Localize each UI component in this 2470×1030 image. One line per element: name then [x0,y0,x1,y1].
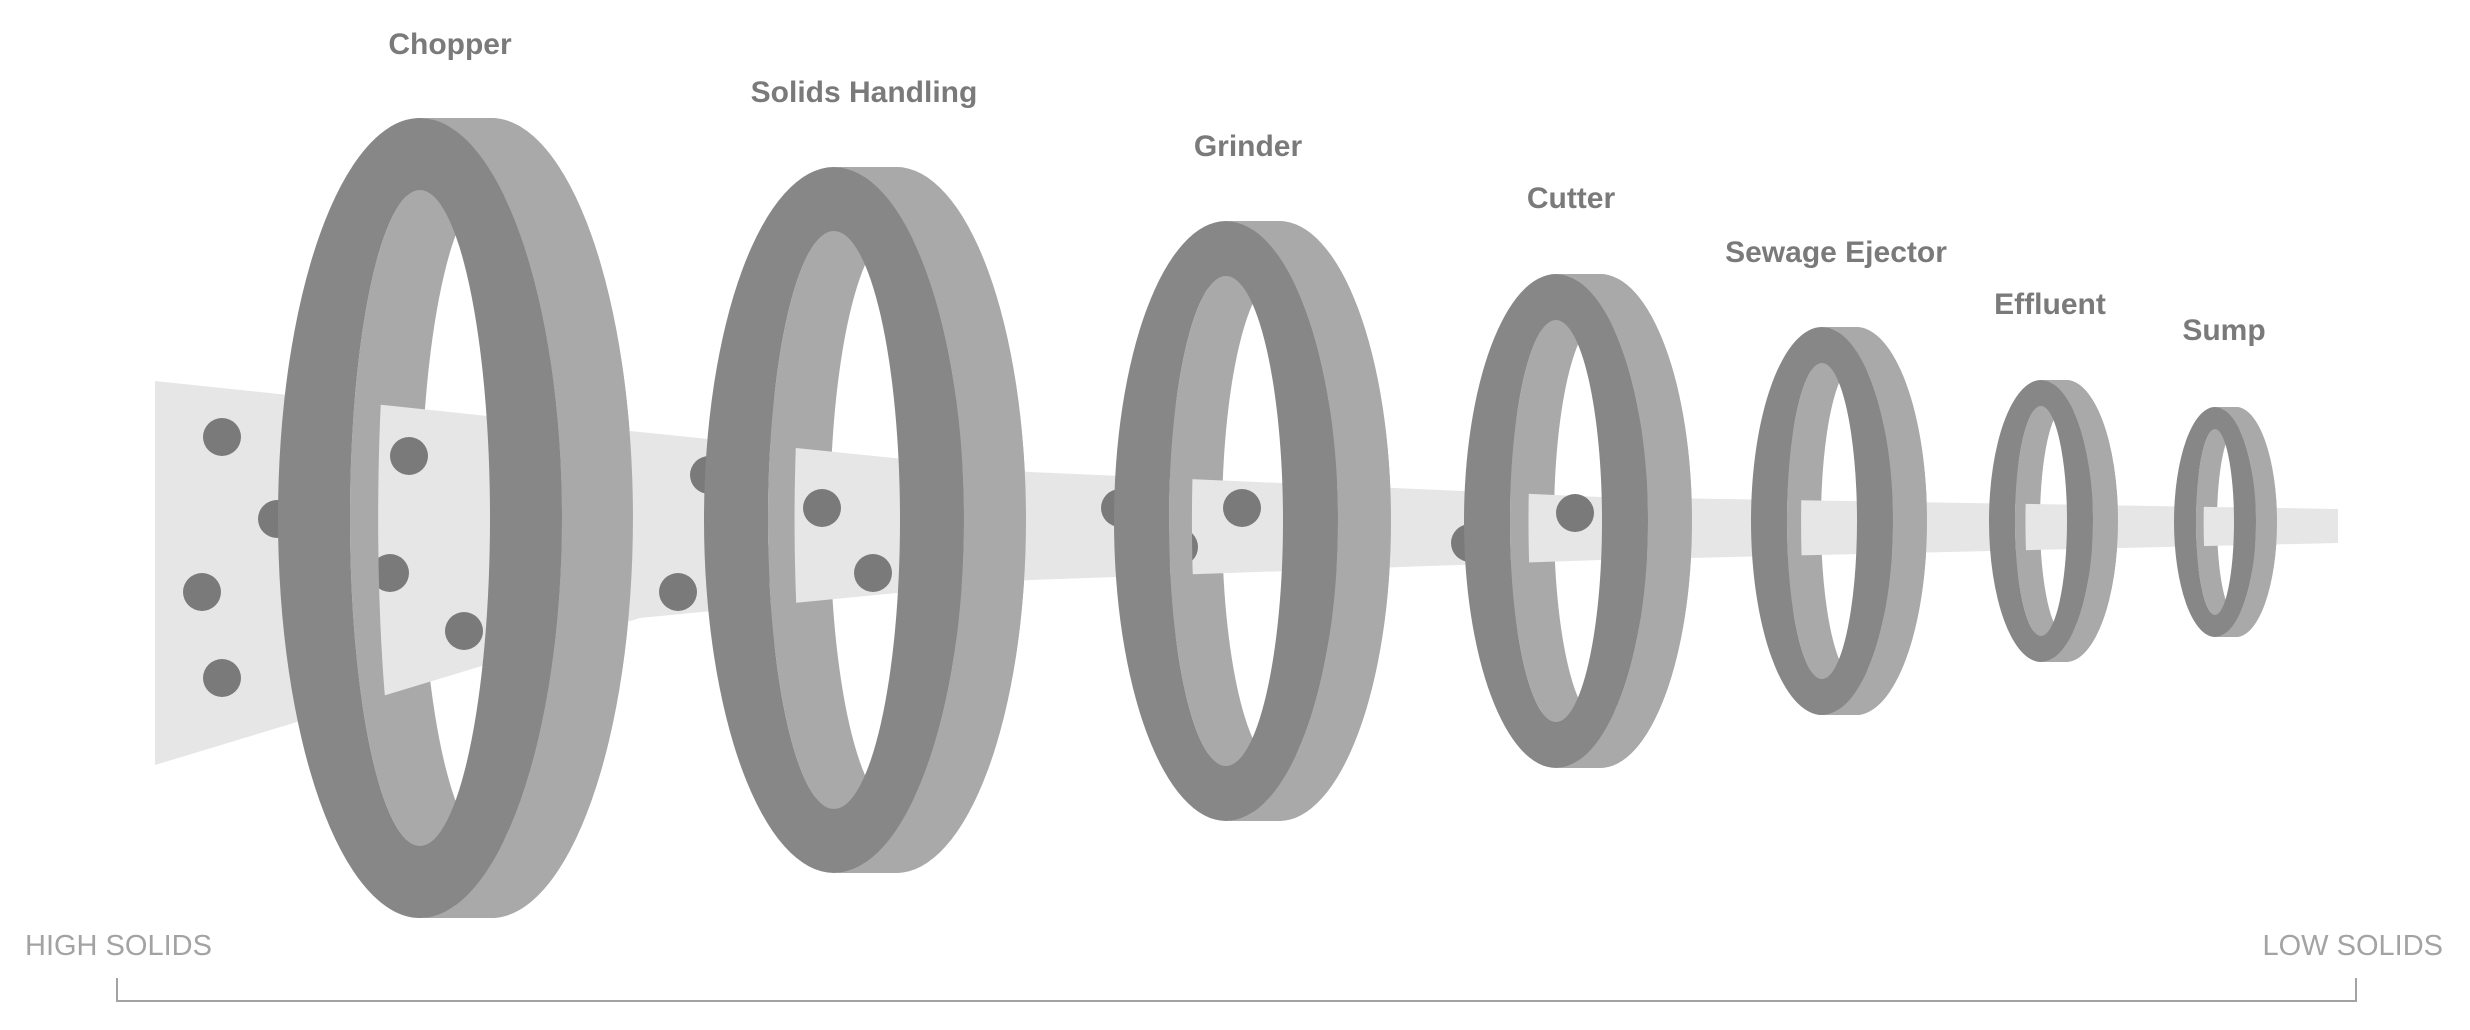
ring-inner-chopper [350,190,420,846]
ring-label-chopper: Chopper [388,28,512,61]
ring-front-chopper [278,118,562,918]
ring-side-chopper [420,118,633,918]
solid-particle [390,437,428,475]
ring-inner-cutter [1510,320,1556,722]
solid-particle [183,573,221,611]
ring-side-sewage-ejector [1822,327,1927,715]
ring-inner-effluent [2015,406,2041,636]
ring-fronts [278,118,2277,918]
solid-particle [803,489,841,527]
solid-particle [371,554,409,592]
solid-particle [203,659,241,697]
ring-inner-grinder [1169,276,1226,766]
solid-particle [659,573,697,611]
ring-front-sump [2174,407,2256,637]
ring-label-grinder: Grinder [1194,130,1303,163]
ring-side-solids-handling [834,167,1026,873]
scale-label-low-solids: LOW SOLIDS [2263,930,2444,962]
ring-labels: Chopper Solids Handling Grinder Cutter S… [388,28,2265,347]
scale-bracket [116,978,2357,1002]
scale-label-high-solids: HIGH SOLIDS [25,930,212,962]
ring-label-cutter: Cutter [1527,182,1616,215]
ring-inner-solids-handling [768,231,834,809]
ring-side-cutter [1556,274,1692,768]
ring-inner-sewage-ejector [1787,363,1823,679]
ring-label-solids-handling: Solids Handling [751,76,978,109]
ring-label-effluent: Effluent [1994,288,2106,321]
solid-particle [445,612,483,650]
ring-side-grinder [1226,221,1391,821]
ring-front-effluent [1989,380,2093,662]
ring-front-solids-handling [704,167,964,873]
ring-label-sewage-ejector: Sewage Ejector [1725,236,1947,269]
ring-front-sewage-ejector [1751,327,1893,715]
ring-side-effluent [2041,380,2118,662]
solid-particle [1556,494,1594,532]
solid-particle [854,554,892,592]
solid-particle [203,418,241,456]
ring-front-cutter [1464,274,1648,768]
ring-front-grinder [1114,221,1338,821]
solids-scale: HIGH SOLIDS LOW SOLIDS [25,930,2444,1002]
ring-inner-sump [2196,429,2215,615]
solid-particle [1223,489,1261,527]
ring-side-sump [2215,407,2277,637]
ring-label-sump: Sump [2182,314,2265,347]
